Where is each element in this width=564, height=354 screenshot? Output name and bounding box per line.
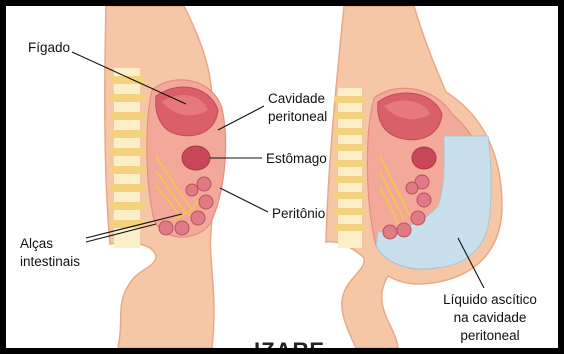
label-estomago: Estômago (266, 151, 327, 166)
leader-cavidade (218, 106, 264, 130)
label-figado: Fígado (28, 40, 70, 55)
ascites-stomach (412, 147, 436, 169)
label-alcas-line1: Alças (20, 236, 53, 251)
label-alcas-line2: intestinais (20, 254, 80, 269)
normal-abdomen-figure (105, 6, 226, 348)
ascites-anatomy-diagram: Fígado Cavidade peritoneal Estômago Peri… (6, 6, 558, 348)
label-liquido-line3: peritoneal (460, 328, 519, 343)
label-liquido-line1: Líquido ascítico (443, 292, 537, 307)
label-peritonio: Peritônio (272, 206, 325, 221)
label-cavidade-line2: peritoneal (268, 109, 327, 124)
normal-stomach (182, 146, 210, 170)
label-liquido-line2: na cavidade (454, 310, 527, 325)
leader-peritonio (220, 188, 268, 212)
diagram-frame: Fígado Cavidade peritoneal Estômago Peri… (6, 6, 558, 348)
label-cavidade-line1: Cavidade (268, 91, 325, 106)
watermark-logo: IZARE (254, 338, 325, 348)
ascites-spine (334, 88, 366, 248)
